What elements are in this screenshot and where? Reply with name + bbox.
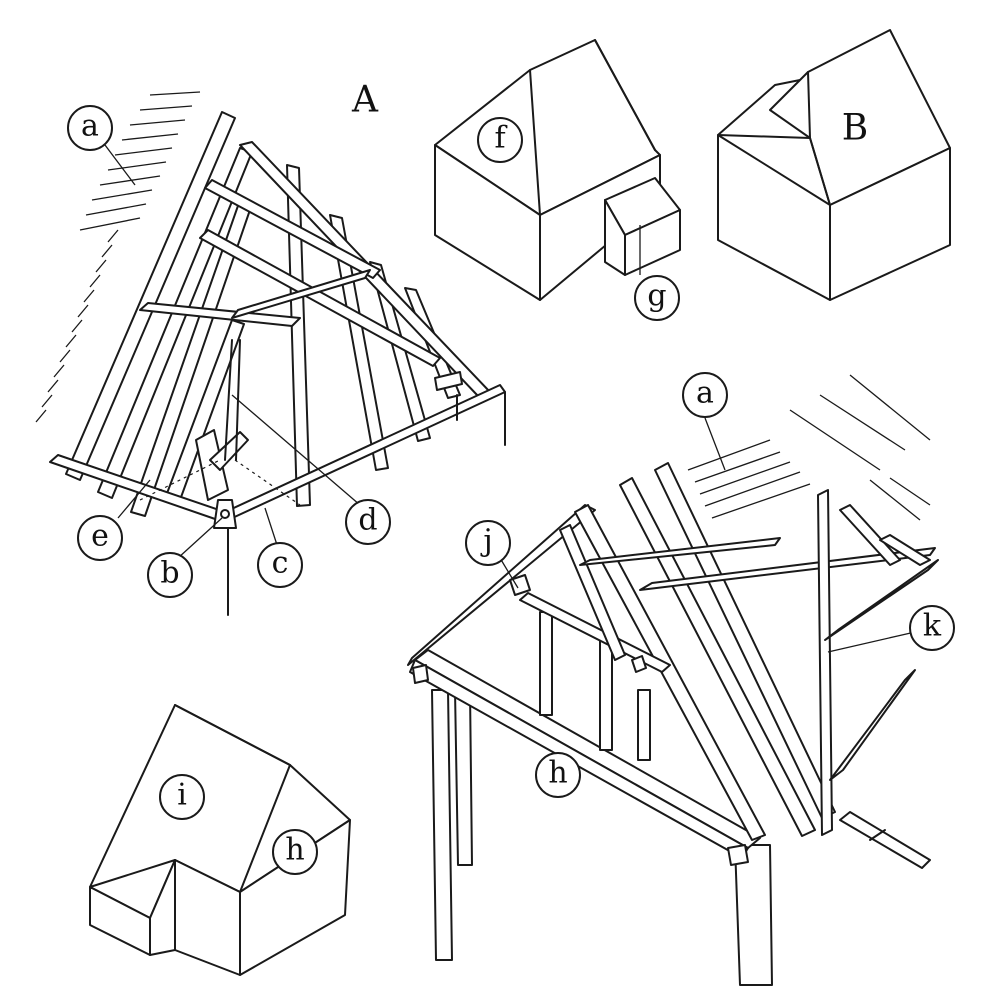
callout-i: i [159, 774, 205, 820]
tile-hatching-left [35, 229, 119, 423]
tile-lines-right [789, 374, 931, 521]
svg-text:j: j [480, 524, 492, 559]
leader-b [177, 517, 223, 559]
callout-f: f [477, 117, 523, 163]
svg-text:c: c [272, 546, 289, 581]
callout-d: d [345, 499, 391, 545]
svg-text:a: a [81, 109, 99, 144]
svg-text:b: b [160, 556, 179, 591]
labels: A B a e b c d [67, 80, 955, 875]
battens-top-left [79, 91, 201, 231]
callout-h-house: h [272, 829, 318, 875]
dragon-tie [195, 339, 463, 529]
svg-text:k: k [923, 609, 942, 644]
callout-h-frame: h [535, 752, 581, 798]
leader-c [264, 507, 279, 549]
svg-text:h: h [285, 833, 304, 868]
callout-b: b [147, 552, 193, 598]
battens-right [687, 439, 811, 519]
svg-text:a: a [696, 376, 714, 411]
leader-j [499, 557, 519, 589]
svg-text:d: d [358, 503, 377, 538]
leader-a-right [704, 417, 726, 471]
house-hipped-with-porch [434, 39, 681, 301]
dashed-guide [139, 459, 221, 501]
svg-text:h: h [548, 756, 567, 791]
leader-d [231, 394, 361, 506]
callout-a-top: a [67, 105, 113, 151]
svg-text:g: g [647, 279, 666, 314]
leader-k [827, 631, 916, 653]
valley-roof-frame [407, 374, 939, 986]
svg-text:e: e [91, 519, 109, 554]
label-A: A [351, 80, 379, 121]
label-B: B [842, 108, 868, 149]
leader-e [117, 479, 151, 519]
hip-roof-frame-A [35, 91, 506, 616]
house-B-gable [717, 29, 951, 301]
svg-text:f: f [494, 121, 507, 156]
leader-a-top [104, 144, 136, 186]
dashed-guide [234, 459, 301, 506]
callout-c: c [257, 542, 303, 588]
svg-text:i: i [177, 778, 187, 813]
callout-e: e [77, 515, 123, 561]
callout-j: j [465, 520, 511, 566]
callout-k: k [909, 605, 955, 651]
callout-g: g [634, 275, 680, 321]
purlins [139, 179, 441, 367]
callout-a-right: a [682, 372, 728, 418]
